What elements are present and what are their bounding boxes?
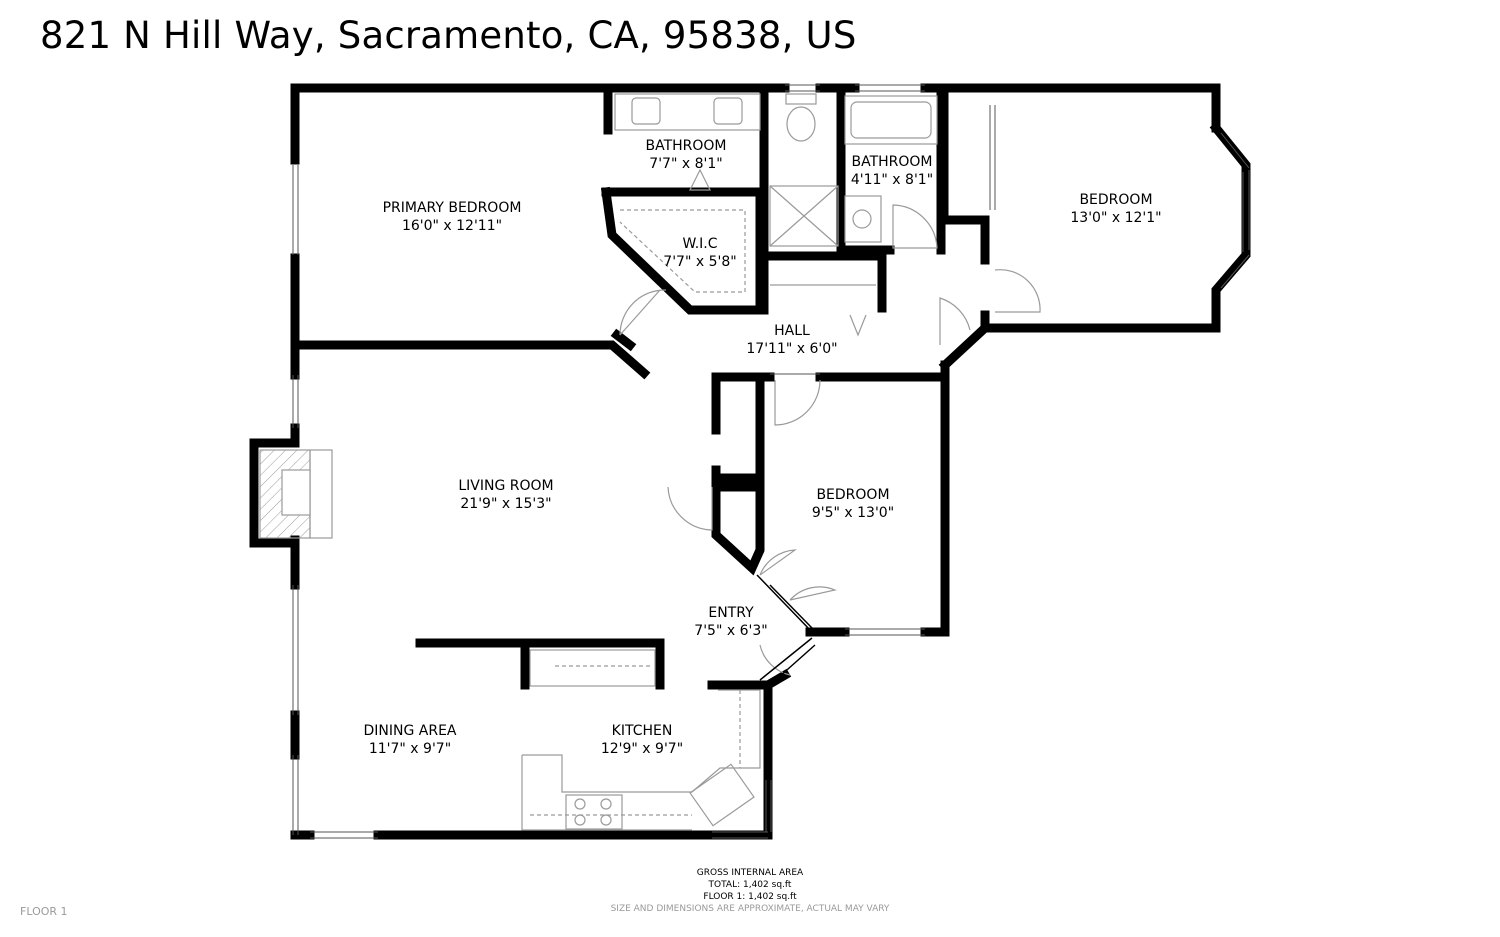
toilet-tank	[785, 93, 817, 105]
room-name: LIVING ROOM	[458, 478, 554, 494]
wall-bath2	[836, 87, 895, 255]
wall-wic-stub	[610, 328, 637, 352]
vanity	[614, 93, 761, 131]
room-name: PRIMARY BEDROOM	[382, 200, 522, 216]
room-name: KITCHEN	[611, 723, 673, 739]
stove	[565, 794, 623, 830]
room-label-bathroom-1: BATHROOM 7'7" x 8'1"	[645, 137, 726, 173]
room-name: BATHROOM	[645, 138, 727, 154]
wall-primary-bottom	[290, 340, 651, 380]
wall-bay	[980, 121, 1251, 333]
room-label-bedroom-2: BEDROOM 9'5" x 13'0"	[812, 486, 894, 522]
sink-bath2	[844, 195, 882, 243]
room-label-bedroom-1: BEDROOM 13'0" x 12'1"	[1070, 191, 1161, 227]
area-heading: GROSS INTERNAL AREA	[696, 868, 804, 878]
sink-right	[713, 97, 743, 125]
wic-shelf	[619, 209, 746, 293]
area-summary: GROSS INTERNAL AREA TOTAL: 1,402 sq.ft F…	[611, 867, 890, 915]
room-dims: 7'5" x 6'3"	[694, 623, 768, 639]
room-dims: 7'7" x 5'8"	[663, 254, 737, 270]
wall-bedroom1-left	[939, 87, 990, 265]
wall-closet-top	[759, 251, 887, 313]
toilet-bowl	[786, 106, 816, 142]
windows	[292, 84, 1250, 839]
fixtures	[259, 93, 1041, 831]
entry-doors	[756, 574, 816, 686]
wall-bedroom2-closet3	[711, 482, 765, 576]
room-label-kitchen: KITCHEN 12'9" x 9'7"	[601, 722, 683, 758]
fireplace-wall	[249, 438, 300, 548]
property-address: 821 N Hill Way, Sacramento, CA, 95838, U…	[40, 14, 857, 57]
room-label-dining-area: DINING AREA 11'7" x 9'7"	[363, 722, 456, 758]
room-dims: 16'0" x 12'11"	[401, 218, 503, 234]
bathtub-inner	[850, 101, 932, 139]
shower	[769, 185, 839, 247]
area-floor: FLOOR 1: 1,402 sq.ft	[703, 892, 797, 902]
sink-left	[631, 97, 661, 125]
kitchen-counter-dash	[530, 690, 741, 816]
wall-peninsula	[415, 638, 665, 690]
firebox	[281, 469, 311, 516]
room-dims: 9'5" x 13'0"	[811, 505, 895, 521]
room-label-bathroom-2: BATHROOM 4'11" x 8'1"	[851, 153, 933, 189]
wall-hall-diag	[938, 321, 992, 372]
wall-bedroom2-closet2	[711, 375, 765, 483]
room-label-entry: ENTRY 7'5" x 6'3"	[694, 604, 767, 640]
peninsula-counter	[529, 649, 656, 687]
wall-wic	[600, 186, 765, 315]
wall-bedroom2-right	[920, 372, 950, 637]
shower-x	[769, 185, 839, 247]
room-label-living-room: LIVING ROOM 21'9" x 15'3"	[458, 477, 553, 513]
wall-bottom-right	[707, 680, 773, 840]
room-name: BEDROOM	[1079, 192, 1153, 208]
kitchen-counter	[522, 689, 761, 793]
room-dims: 7'7" x 8'1"	[649, 156, 723, 172]
room-label-hall: HALL 17'11" x 6'0"	[746, 322, 837, 358]
room-dims: 17'11" x 6'0"	[746, 341, 838, 357]
wall-top-3	[920, 83, 1221, 133]
kitchen-sink	[689, 763, 755, 827]
room-dims: 12'9" x 9'7"	[600, 741, 684, 757]
room-name: DINING AREA	[363, 723, 457, 739]
floor-label: FLOOR 1	[20, 905, 68, 918]
kitchen-counter-base	[521, 755, 692, 831]
room-name: HALL	[774, 323, 810, 339]
room-dims: 11'7" x 9'7"	[368, 741, 452, 757]
room-label-wic: W.I.C 7'7" x 5'8"	[663, 235, 736, 271]
room-dims: 4'11" x 8'1"	[850, 172, 934, 188]
hearth	[309, 449, 333, 539]
room-name: ENTRY	[708, 605, 754, 621]
area-total: TOTAL: 1,402 sq.ft	[708, 880, 792, 890]
area-disclaimer: SIZE AND DIMENSIONS ARE APPROXIMATE, ACT…	[610, 904, 890, 914]
room-name: W.I.C	[682, 236, 718, 252]
bathtub	[844, 95, 938, 145]
room-name: BATHROOM	[851, 154, 933, 170]
door-swing	[619, 289, 667, 336]
room-label-primary-bedroom: PRIMARY BEDROOM 16'0" x 12'11"	[383, 199, 522, 235]
wall-bedroom2-top2	[815, 360, 950, 382]
walls	[249, 83, 1251, 840]
room-dims: 13'0" x 12'1"	[1070, 210, 1162, 226]
room-name: BEDROOM	[816, 487, 890, 503]
room-dims: 21'9" x 15'3"	[460, 496, 552, 512]
